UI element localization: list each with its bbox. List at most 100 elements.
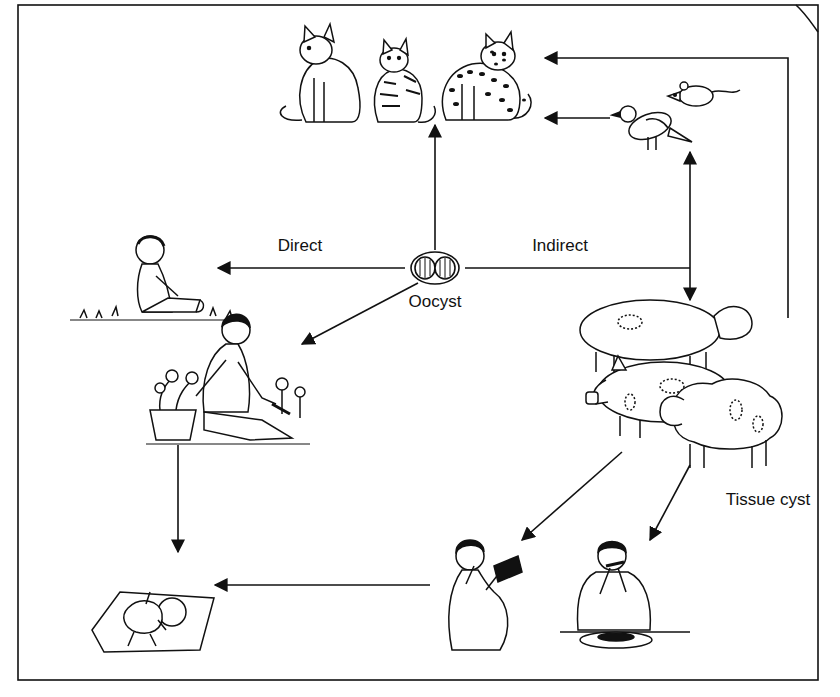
sheep-figure [660, 379, 782, 468]
figure-label: Tissue cyst [723, 490, 813, 510]
gardening-woman [204, 412, 292, 440]
cat-figures [502, 59, 506, 62]
gardening-woman [295, 387, 305, 397]
oocyst-figure [411, 252, 459, 284]
gardening-woman [150, 410, 196, 440]
cat-figures [503, 84, 509, 88]
cat-figures [442, 63, 520, 120]
cat-figures [324, 24, 334, 42]
gardening-woman [155, 383, 165, 393]
child-figure [138, 237, 164, 246]
cycle-arrows [434, 125, 436, 250]
gardening-woman [196, 360, 226, 396]
pig-figure [612, 356, 626, 370]
bird-and-mouse [668, 128, 692, 142]
bird-and-mouse [712, 90, 740, 92]
pregnant-woman [466, 566, 474, 584]
cat-figures [380, 76, 420, 106]
gardening-woman [186, 372, 198, 384]
child-figure [70, 236, 240, 320]
eating-man [598, 542, 626, 553]
eating-man [606, 562, 624, 566]
cat-figures [522, 99, 526, 102]
cycle-arrows [465, 267, 690, 269]
eating-man [578, 572, 651, 630]
baby-figure [92, 592, 214, 652]
cat-figures [499, 98, 505, 102]
cat-figures [494, 63, 498, 66]
cycle-arrows [302, 283, 418, 344]
cat-figures [485, 92, 491, 96]
cow-figure [714, 307, 752, 340]
sheep-figure [690, 440, 766, 468]
cycle-arrows [545, 117, 610, 119]
cat-figures [314, 78, 324, 122]
gardening-woman [222, 314, 250, 328]
bird-and-mouse [612, 82, 740, 150]
child-figure [80, 307, 232, 318]
figure-label: Oocyst [406, 292, 465, 312]
bird-and-mouse [668, 92, 680, 101]
livestock-figures [580, 300, 782, 468]
figure-label: Direct [275, 236, 325, 256]
frame [18, 5, 818, 680]
cat-figures [280, 24, 360, 122]
bird-and-mouse [612, 112, 620, 117]
pregnant-woman [494, 556, 522, 582]
cat-figures [453, 102, 459, 106]
oocyst-figure [411, 252, 459, 284]
gardening-woman [160, 378, 192, 410]
cat-figures [462, 84, 474, 120]
cat-figures [280, 24, 531, 122]
baby-figure [146, 592, 166, 630]
cat-figures [442, 32, 531, 120]
sheep-figure [753, 416, 763, 432]
child-figure [70, 320, 240, 321]
cycle-arrows [689, 152, 691, 300]
cat-figures [383, 40, 392, 54]
cycle-arrows [545, 58, 788, 318]
gardening-woman [146, 444, 310, 445]
cycle-arrows [650, 465, 690, 540]
baby-figure [128, 632, 156, 646]
bird-and-mouse [648, 136, 656, 150]
child-figure [156, 276, 178, 296]
cat-figures [300, 58, 360, 122]
eating-man [598, 542, 626, 570]
figure-label: Indirect [529, 236, 591, 256]
cycle-arrows [178, 58, 788, 585]
pregnant-woman [456, 540, 484, 552]
eating-man [600, 568, 626, 594]
gardening-woman [238, 362, 276, 404]
cycle-arrows [218, 267, 405, 269]
cat-figures [400, 39, 408, 55]
pregnant-woman [449, 540, 522, 650]
bird-and-mouse [674, 94, 677, 97]
cat-figures [504, 32, 513, 50]
cat-figures [308, 47, 311, 50]
gardening-woman [146, 314, 310, 444]
cycle-arrows [177, 445, 179, 552]
cat-figures [491, 78, 497, 82]
cat-figures [280, 106, 302, 120]
cat-figures [503, 53, 506, 56]
pig-figure [625, 394, 635, 410]
frame [796, 5, 818, 32]
cat-figures [449, 51, 526, 113]
eating-man [560, 542, 690, 649]
bird-and-mouse [680, 82, 688, 90]
cow-figure [618, 315, 642, 329]
cat-figures [398, 57, 401, 60]
cat-figures [374, 69, 422, 122]
cow-figure [580, 300, 720, 360]
cat-figures [374, 39, 435, 122]
cat-figures [486, 34, 495, 48]
cat-figures [388, 57, 391, 60]
sheep-figure [674, 379, 782, 449]
gardening-woman [282, 390, 300, 418]
cat-figures [493, 53, 496, 56]
cat-figures [304, 26, 315, 42]
frame [18, 5, 818, 680]
oocyst-figure [420, 258, 450, 278]
cycle-arrows [522, 452, 622, 540]
